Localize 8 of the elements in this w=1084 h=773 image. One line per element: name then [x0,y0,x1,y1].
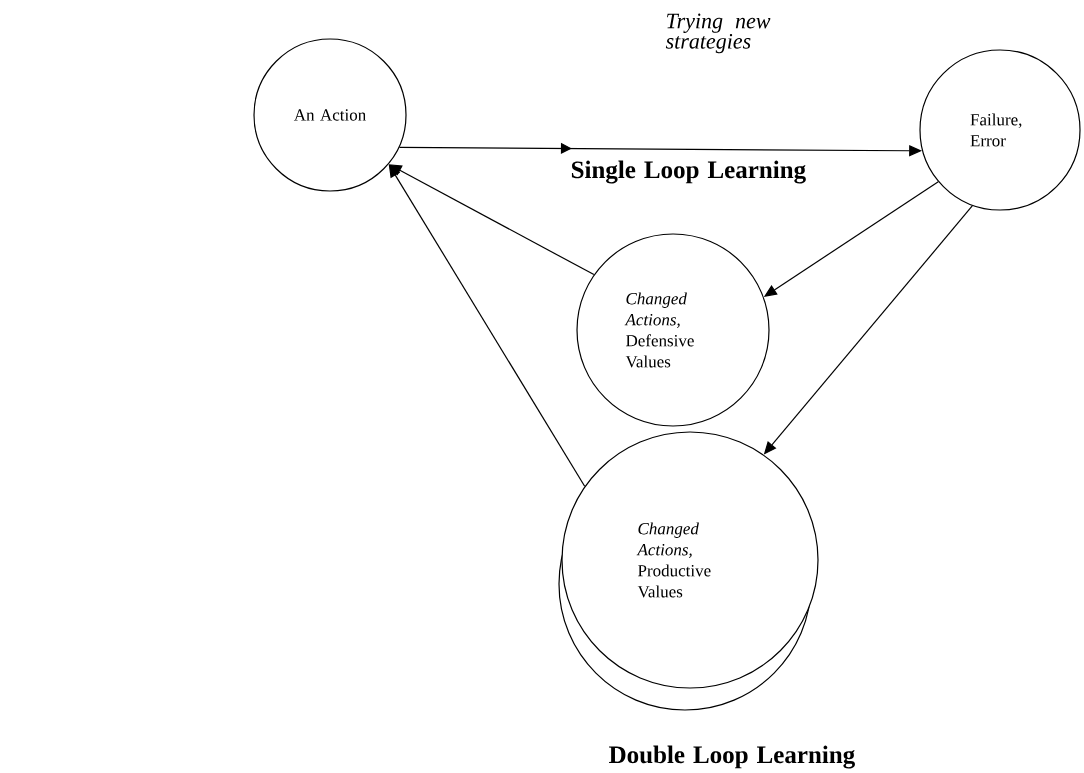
circle-node: An Action [253,38,407,192]
arrow [388,164,586,487]
heading-label: Double Loop Learning [609,745,855,769]
circle-node: Changed Actions, Defensive Values [576,233,770,427]
heading-label: Single Loop Learning [571,160,806,184]
circle-node: Failure, Error [919,49,1081,211]
note-label: Trying new strategies [665,13,771,54]
stacked-circles: Changed Actions, Productive Values [558,431,819,711]
